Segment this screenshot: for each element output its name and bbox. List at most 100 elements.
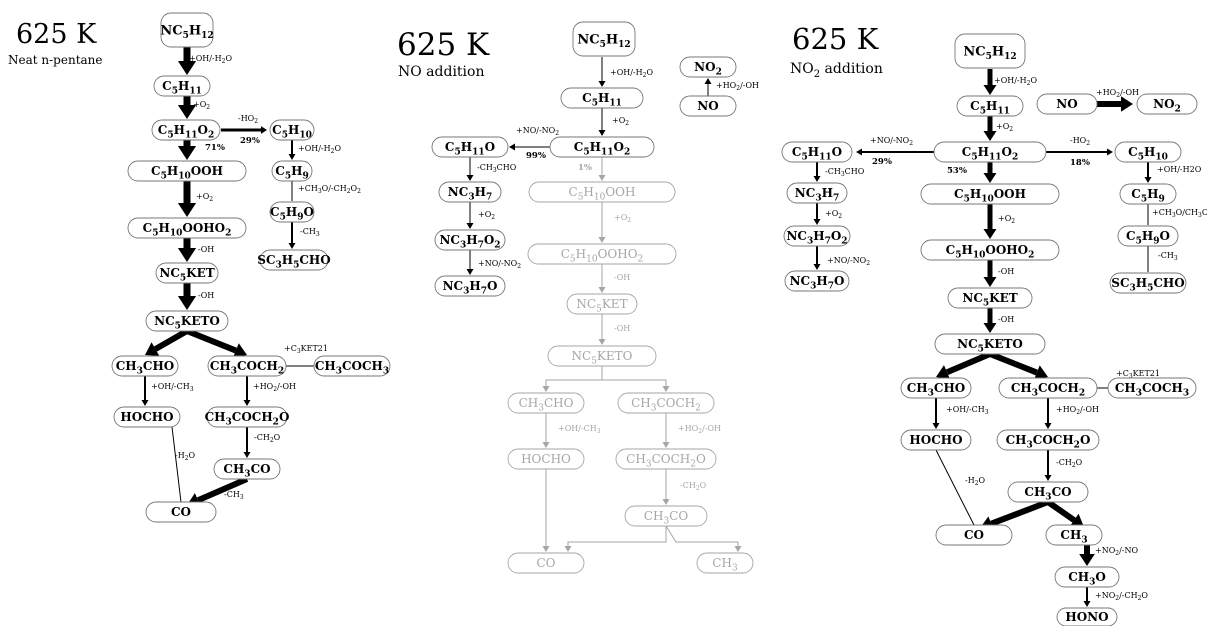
branch-percentage: 29%	[872, 157, 892, 167]
edge-label: -HO2	[1070, 136, 1090, 147]
species-node-ch3coch2o: CH3COCH2O	[996, 429, 1100, 451]
node-box	[956, 95, 1024, 117]
species-label: NC3H7	[448, 185, 492, 202]
node-box	[615, 448, 717, 470]
arrow-head	[1121, 96, 1133, 112]
edge-label: +NO2/-NO	[1095, 546, 1138, 557]
edge-ch3co-to-co	[564, 526, 667, 552]
species-node-ch3coch2: CH3COCH2	[998, 377, 1098, 399]
arrow-head	[932, 423, 940, 429]
species-label: NC5KET	[159, 266, 214, 283]
edge-label: +C3KET21	[1116, 369, 1160, 380]
edge-c5h9-to-c5h9o: +CH3O/CH3O	[1147, 204, 1207, 225]
species-label: SC3H5CHO	[1111, 276, 1184, 293]
edge-label: -OH	[614, 324, 630, 333]
edge-ch3coch2o-to-ch3co: -CH2O	[662, 469, 707, 505]
edge-label: -OH	[614, 273, 630, 282]
node-box	[786, 182, 848, 204]
edge-hocho-to-co	[542, 469, 550, 552]
species-label: NC5KETO	[572, 349, 633, 366]
node-box	[160, 12, 214, 48]
edge-c5h11o2-to-c5h10ooh: 1%	[578, 157, 606, 181]
species-node-nc3h7o2: NC3H7O2	[434, 229, 506, 251]
species-node-c5h9: C5H9	[271, 160, 313, 182]
species-node-c5h11o2: C5H11O2	[151, 119, 221, 141]
species-label: NC3H7O2	[786, 229, 847, 246]
species-label: C5H9	[275, 164, 308, 181]
arrow-head	[177, 105, 197, 119]
arrow-head	[598, 130, 606, 136]
branch-percentage: 71%	[205, 143, 225, 153]
species-node-ch3coch2o: CH3COCH2O	[205, 406, 289, 428]
species-label: NC5H12	[577, 32, 630, 50]
node-box	[781, 141, 853, 163]
node-box	[431, 136, 509, 158]
node-box	[1117, 225, 1179, 247]
species-label: CH3	[712, 556, 738, 573]
edge-label: -CH2O	[680, 481, 707, 492]
species-label: C5H9	[1131, 187, 1164, 204]
node-box	[259, 249, 329, 271]
species-label: NO2	[694, 60, 722, 77]
node-box	[696, 552, 754, 574]
species-label: C5H10	[272, 123, 312, 140]
edge-c5h11o-to-nc3h7: -CH3CHO	[466, 157, 517, 181]
species-label: NC3H7O2	[439, 233, 500, 250]
species-label: NC5KET	[576, 297, 627, 314]
edge-ch3cho-to-hocho: +OH/-CH3	[932, 398, 989, 429]
edge-label: +O2	[998, 214, 1015, 225]
species-label: HOCHO	[909, 433, 962, 447]
edge-nc5ket-to-nc5keto: -OH	[177, 283, 214, 310]
species-node-hono: HONO	[1056, 607, 1118, 626]
species-label: CH3COCH3	[1115, 381, 1189, 398]
species-node-c5h9o: C5H9O	[269, 201, 315, 223]
species-node-sc3h5cho: SC3H5CHO	[257, 249, 331, 271]
edge-label: +OH/-H2O	[298, 144, 341, 155]
arrow-head	[145, 342, 160, 356]
node-box	[679, 56, 737, 78]
species-node-ch3coch2: CH3COCH2	[207, 355, 287, 377]
edge-line	[185, 328, 237, 354]
species-node-c5h10: C5H10	[269, 119, 315, 141]
edge-label: -OH	[998, 267, 1014, 276]
species-node-nc5h12: NC5H12	[160, 12, 214, 48]
arrow-head	[564, 546, 572, 552]
node-box	[113, 406, 181, 428]
edge-ch3coch2-to-ch3coch3: +C3KET21	[1097, 369, 1160, 389]
edge-label: -OH	[998, 315, 1014, 324]
edge-label: +HO2/-OH	[1056, 405, 1099, 416]
species-label: CH3COCH2O	[626, 452, 706, 469]
arrow-head	[983, 323, 997, 333]
edge-label: +NO/-NO2	[516, 126, 559, 137]
branch-percentage: 53%	[947, 166, 967, 176]
node-box	[935, 524, 1013, 546]
species-node-c5h9o: C5H9O	[1117, 225, 1179, 247]
species-label: C5H11	[162, 79, 202, 96]
species-label: CH3	[1060, 528, 1087, 545]
species-label: HONO	[1065, 610, 1108, 624]
node-box	[617, 392, 715, 414]
node-box	[1056, 607, 1118, 626]
arrow-head	[1079, 554, 1095, 566]
node-box	[151, 119, 221, 141]
arrow-head	[509, 143, 515, 151]
edge-nc5keto-to-ch3coch2	[988, 351, 1048, 380]
panel-title: 625 K	[16, 19, 97, 50]
species-label: NC3H7O	[443, 279, 498, 296]
species-label: CH3COCH3	[315, 359, 389, 376]
node-box	[111, 355, 179, 377]
arrow-head	[983, 85, 997, 95]
arrow-head	[983, 131, 997, 141]
edge-c5h10ooh-to-c5h10oooho2: +O2	[177, 181, 213, 217]
species-node-c5h10: C5H10	[1114, 141, 1182, 163]
edge-ch3coch2-to-ch3coch2o: +HO2/-OH	[662, 413, 721, 448]
arrow-head	[177, 61, 197, 75]
species-label: NO	[697, 99, 718, 113]
species-label: C5H9O	[1126, 229, 1170, 246]
node-box	[934, 333, 1046, 355]
arrow-head	[288, 154, 296, 160]
edge-line	[196, 476, 249, 503]
